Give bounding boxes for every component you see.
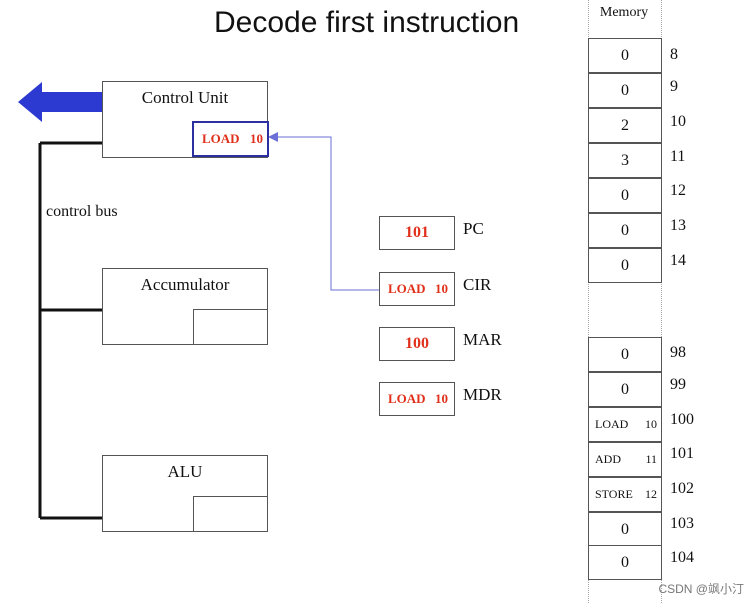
memory-cell-value: 0 xyxy=(621,221,629,239)
alu-label: ALU xyxy=(167,462,203,481)
memory-address: 101 xyxy=(670,445,694,462)
memory-cell: 0 xyxy=(588,213,662,248)
memory-cell-value: 0 xyxy=(621,520,629,538)
memory-cell: 0 xyxy=(588,38,662,73)
mar-label: MAR xyxy=(463,330,502,349)
mdr-op: LOAD xyxy=(388,391,426,406)
memory-cell-arg: 11 xyxy=(645,452,657,466)
memory-cell: 0 xyxy=(588,545,662,580)
memory-cell: 0 xyxy=(588,337,662,372)
memory-address: 98 xyxy=(670,344,686,361)
memory-cell: 0 xyxy=(588,73,662,108)
memory-address: 14 xyxy=(670,252,686,269)
memory-address: 8 xyxy=(670,46,678,63)
memory-cell: ADD 11 xyxy=(588,442,662,477)
memory-address: 9 xyxy=(670,78,678,95)
cir-to-control-unit-connector xyxy=(276,136,379,291)
memory-cell: 0 xyxy=(588,178,662,213)
memory-cell-value: 0 xyxy=(621,256,629,274)
memory-cell: LOAD 10 xyxy=(588,407,662,442)
memory-address: 13 xyxy=(670,217,686,234)
memory-column xyxy=(588,0,662,603)
memory-cell-value: 0 xyxy=(621,46,629,64)
memory-cell-arg: 12 xyxy=(645,487,657,501)
memory-cell-value: 3 xyxy=(621,151,629,169)
memory-address: 103 xyxy=(670,515,694,532)
control-unit-op: LOAD xyxy=(202,131,240,146)
memory-address: 99 xyxy=(670,376,686,393)
mar-register: 100 xyxy=(379,327,455,361)
memory-address: 10 xyxy=(670,113,686,130)
page-title: Decode first instruction xyxy=(214,6,520,39)
memory-cell: 2 xyxy=(588,108,662,143)
output-arrow-icon xyxy=(18,82,102,122)
memory-title: Memory xyxy=(599,5,649,20)
memory-cell: 3 xyxy=(588,143,662,178)
memory-cell-value: 2 xyxy=(621,116,629,134)
connector-arrowhead-icon xyxy=(268,132,278,142)
memory-cell: 0 xyxy=(588,372,662,407)
mar-value: 100 xyxy=(405,335,429,352)
accumulator-value-slot xyxy=(193,309,268,345)
memory-cell-op: STORE xyxy=(595,487,633,501)
alu-value-slot xyxy=(193,496,268,532)
accumulator-label: Accumulator xyxy=(140,275,230,294)
memory-address: 104 xyxy=(670,549,694,566)
memory-cell: STORE 12 xyxy=(588,477,662,512)
memory-cell-value: 0 xyxy=(621,345,629,363)
cir-register: LOAD 10 xyxy=(379,272,455,306)
memory-cell-value: 0 xyxy=(621,553,629,571)
pc-value: 101 xyxy=(405,224,429,241)
memory-cell-value: 0 xyxy=(621,186,629,204)
control-unit-arg: 10 xyxy=(250,131,263,146)
mdr-register: LOAD 10 xyxy=(379,382,455,416)
watermark: CSDN @飒小汀 xyxy=(658,582,744,596)
memory-address: 11 xyxy=(670,148,686,165)
pc-register: 101 xyxy=(379,216,455,250)
pc-label: PC xyxy=(463,219,484,238)
control-unit-label: Control Unit xyxy=(141,88,229,107)
control-bus-label: control bus xyxy=(46,203,118,220)
memory-cell-value: 0 xyxy=(621,380,629,398)
control-unit-instruction: LOAD 10 xyxy=(192,121,269,157)
mdr-arg: 10 xyxy=(435,391,448,406)
memory-address: 102 xyxy=(670,480,694,497)
cir-arg: 10 xyxy=(435,281,448,296)
memory-cell-value: 0 xyxy=(621,81,629,99)
cir-label: CIR xyxy=(463,275,492,294)
mdr-label: MDR xyxy=(463,385,502,404)
memory-cell: 0 xyxy=(588,248,662,283)
memory-cell: 0 xyxy=(588,512,662,547)
memory-cell-op: LOAD xyxy=(595,417,629,431)
memory-cell-arg: 10 xyxy=(645,417,657,431)
cir-op: LOAD xyxy=(388,281,426,296)
memory-address: 12 xyxy=(670,182,686,199)
memory-cell-op: ADD xyxy=(595,452,621,466)
memory-address: 100 xyxy=(670,411,694,428)
